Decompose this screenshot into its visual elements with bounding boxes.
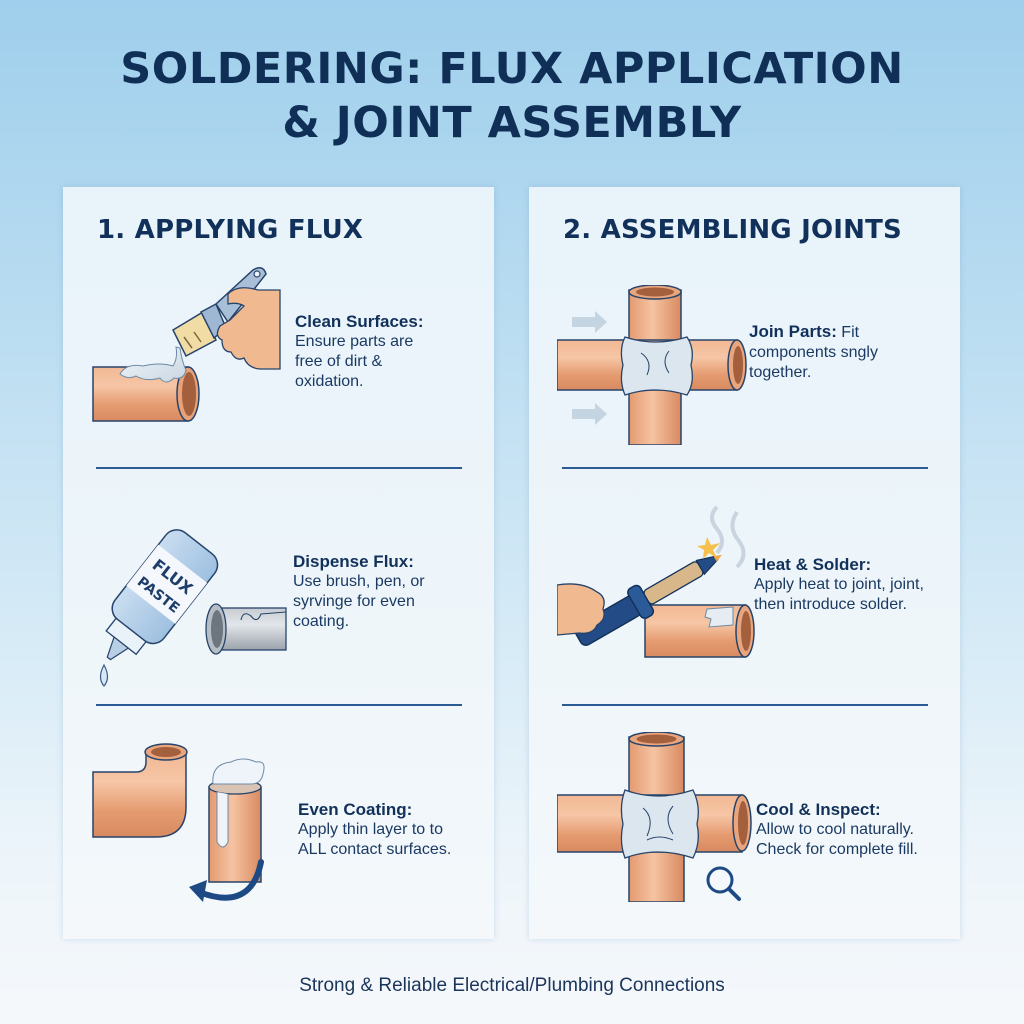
divider (562, 467, 928, 469)
footer-caption: Strong & Reliable Electrical/Plumbing Co… (299, 975, 725, 996)
cross-joint-arrows-icon (557, 285, 747, 445)
panel-applying-flux: 1. APPLYING FLUX Clean Surfaces: Ensure … (63, 187, 494, 939)
step-label: Dispense Flux: (293, 552, 414, 571)
step-even-coating: Even Coating: Apply thin layer to to ALL… (298, 800, 458, 860)
step-dispense-flux: Dispense Flux: Use brush, pen, or syrvin… (293, 552, 453, 632)
step-description: Apply thin layer to to ALL contact surfa… (298, 821, 452, 858)
title-line-1: SOLDERING: FLUX APPLICATION (120, 44, 904, 94)
divider (562, 704, 928, 706)
step-description: Ensure parts are free of dirt & oxidatio… (295, 333, 414, 390)
cross-joint-magnifier-icon (557, 732, 752, 902)
elbow-and-coated-pipe-icon (92, 743, 265, 902)
step-label: Clean Surfaces: (295, 312, 424, 331)
step-heat-solder: Heat & Solder: Apply heat to joint, join… (754, 555, 929, 615)
step-description: Fit components sngly together. (749, 324, 878, 381)
divider (96, 704, 462, 706)
step-label: Even Coating: (298, 800, 413, 819)
step-cool-inspect: Cool & Inspect: Allow to cool naturally.… (756, 800, 946, 860)
panel-assembling-joints: 2. ASSEMBLING JOINTS Join Parts: Fit com… (529, 187, 960, 939)
divider (96, 467, 462, 469)
step-clean-surfaces: Clean Surfaces: Ensure parts are free of… (295, 312, 445, 392)
step-label: Heat & Solder: (754, 555, 872, 574)
soldering-iron-icon (557, 505, 755, 658)
step-label: Cool & Inspect: (756, 800, 881, 819)
panel-heading: 2. ASSEMBLING JOINTS (563, 215, 902, 245)
step-description: Apply heat to joint, joint, then introdu… (754, 576, 924, 613)
flux-paste-bottle-icon: FLUX PASTE (99, 529, 287, 687)
step-join-parts: Join Parts: Fit components sngly togethe… (749, 322, 924, 383)
title-line-2: & JOINT ASSEMBLY (282, 98, 742, 148)
page-title: SOLDERING: FLUX APPLICATION & JOINT ASSE… (0, 42, 1024, 150)
step-description: Allow to cool naturally. Check for compl… (756, 821, 918, 858)
step-label: Join Parts: (749, 322, 837, 341)
panel-heading: 1. APPLYING FLUX (97, 215, 364, 245)
brush-flux-pipe-icon (92, 267, 281, 422)
step-description: Use brush, pen, or syrvinge for even coa… (293, 573, 425, 630)
